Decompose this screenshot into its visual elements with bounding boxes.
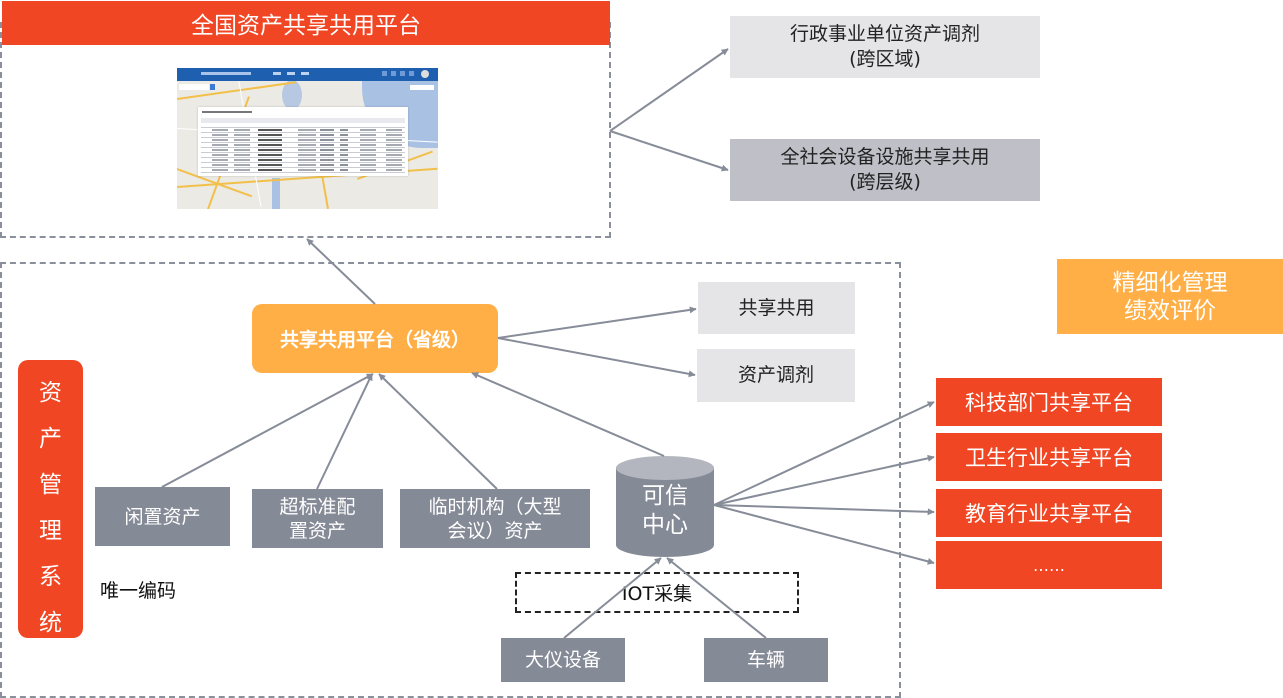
asset-source-line2: 置资产	[288, 519, 346, 542]
asset-source-idle: 闲置资产	[95, 487, 230, 546]
iot-collection-label: IOT采集	[621, 583, 693, 605]
trust-center-line2: 中心	[642, 512, 688, 538]
unique-code-label: 唯一编码	[100, 580, 177, 602]
asset-system-char: 系	[39, 564, 62, 590]
asset-source-line1: 临时机构（大型	[428, 495, 562, 518]
arrow-national-to-cross-level	[609, 130, 729, 172]
asset-source-line1: 超标准配	[279, 495, 356, 518]
thumb-table-panel	[198, 107, 408, 176]
industry-platform-label: 科技部门共享平台	[965, 391, 1133, 415]
thumb-search	[179, 84, 209, 90]
asset-source-line2: 会议）资产	[447, 519, 543, 542]
thumb-col	[212, 129, 228, 173]
thumb-nav	[301, 72, 309, 75]
thumb-icon	[400, 71, 405, 76]
national-output-line2: (跨区域)	[849, 48, 921, 70]
thumb-col	[320, 129, 334, 173]
provincial-platform-box: 共享共用平台（省级）	[252, 304, 498, 373]
asset-system-char: 统	[39, 610, 62, 636]
map-river	[272, 178, 280, 209]
industry-platform-label: 卫生行业共享平台	[965, 446, 1133, 470]
refined-management-line1: 精细化管理	[1112, 269, 1228, 296]
platform-map-screenshot	[177, 68, 438, 209]
industry-platform-education: 教育行业共享平台	[936, 489, 1162, 537]
asset-source-temporary-agency: 临时机构（大型 会议）资产	[400, 489, 590, 548]
thumb-col	[258, 129, 282, 173]
industry-platform-label: 教育行业共享平台	[965, 502, 1133, 526]
provincial-output-label: 资产调剂	[737, 364, 814, 386]
asset-management-system-bar: 资 产 管 理 系 统	[18, 360, 83, 638]
thumb-col	[298, 129, 316, 173]
iot-source-vehicles: 车辆	[704, 638, 828, 682]
thumb-col	[360, 129, 376, 173]
industry-platform-science: 科技部门共享平台	[936, 378, 1162, 426]
arrow-national-to-cross-region	[609, 48, 729, 132]
iot-collection-box: IOT采集	[515, 572, 799, 613]
provincial-output-allocation: 资产调剂	[697, 349, 855, 402]
thumb-nav	[273, 72, 281, 75]
asset-system-char: 管	[39, 472, 62, 498]
asset-source-over-standard: 超标准配 置资产	[252, 489, 383, 548]
thumb-icon	[382, 71, 387, 76]
refined-management-line2: 绩效评价	[1124, 297, 1216, 324]
iot-source-large-instruments: 大仪设备	[501, 638, 625, 682]
thumb-panel-title	[202, 111, 252, 113]
refined-management-box: 精细化管理 绩效评价	[1057, 259, 1283, 334]
asset-system-char: 资	[39, 380, 62, 406]
map-river	[282, 80, 302, 110]
trust-center-label: 可信 中心	[616, 480, 714, 542]
national-output-line1: 全社会设备设施共享共用	[780, 146, 990, 168]
thumb-avatar	[421, 70, 429, 78]
thumb-col	[386, 129, 402, 173]
asset-source-line1: 闲置资产	[124, 505, 201, 528]
industry-platform-label: ……	[1033, 555, 1065, 575]
trust-center-line1: 可信	[642, 483, 688, 509]
thumb-icon	[391, 71, 396, 76]
iot-source-label: 大仪设备	[524, 649, 601, 671]
provincial-platform-label: 共享共用平台（省级）	[279, 329, 470, 351]
national-output-line2: (跨层级)	[849, 171, 921, 193]
national-output-cross-region: 行政事业单位资产调剂 (跨区域)	[730, 16, 1040, 78]
national-platform-title-bar: 全国资产共享共用平台	[2, 1, 610, 45]
iot-source-label: 车辆	[746, 649, 785, 671]
thumb-header	[177, 68, 438, 81]
provincial-output-label: 共享共用	[738, 296, 815, 319]
asset-system-char: 产	[39, 426, 62, 452]
industry-platform-more: ……	[936, 541, 1162, 589]
thumb-nav	[287, 72, 295, 75]
thumb-table-row	[201, 127, 405, 128]
thumb-search-button	[210, 84, 215, 90]
thumb-icon	[409, 71, 414, 76]
thumb-col	[340, 129, 348, 173]
industry-platform-health: 卫生行业共享平台	[936, 433, 1162, 481]
thumb-title	[201, 72, 251, 75]
provincial-output-sharing: 共享共用	[698, 282, 855, 334]
trust-center-cylinder: 可信 中心	[616, 456, 714, 557]
national-platform-title: 全国资产共享共用平台	[191, 13, 421, 39]
asset-system-char: 理	[39, 518, 62, 544]
thumb-table-header	[201, 118, 405, 123]
thumb-legend	[410, 85, 434, 90]
database-icon	[616, 456, 714, 557]
national-output-cross-level: 全社会设备设施共享共用 (跨层级)	[730, 139, 1040, 201]
national-output-line1: 行政事业单位资产调剂	[789, 23, 980, 45]
thumb-col	[234, 129, 250, 173]
